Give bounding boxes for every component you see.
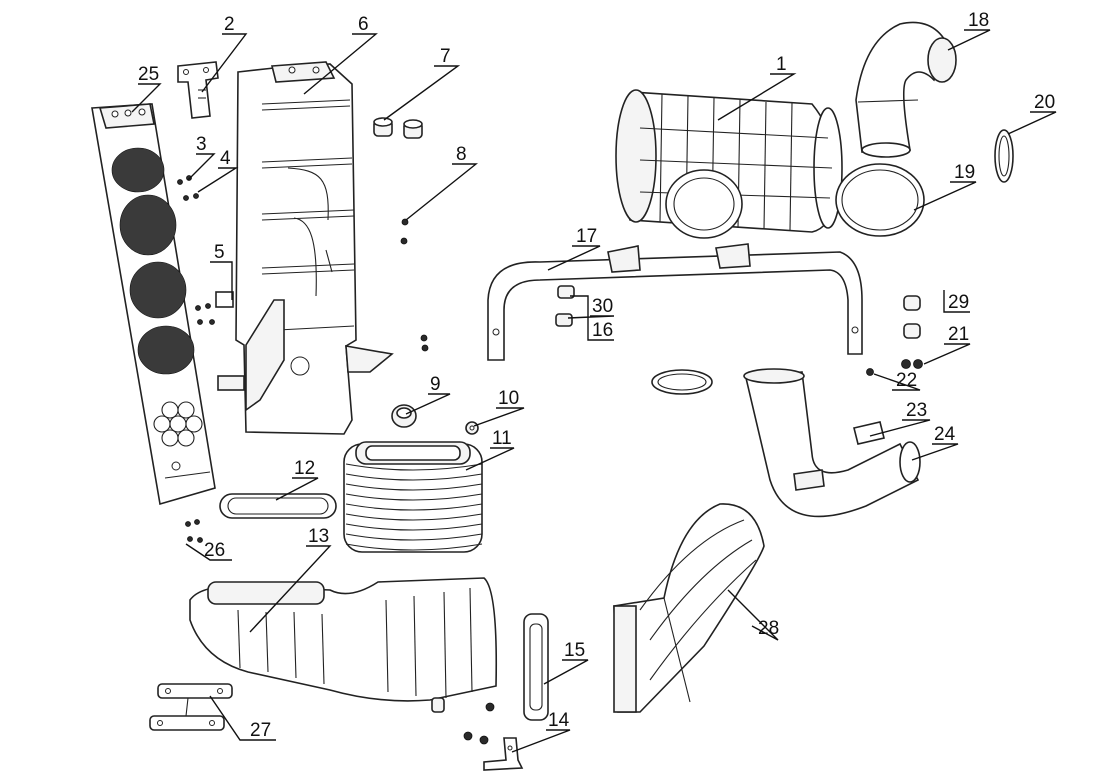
part-11-bellows [343, 441, 483, 553]
callout-23: 23 [906, 400, 927, 421]
part-30-16-bolts [555, 285, 575, 327]
part-22-nut [866, 368, 874, 376]
callout-25: 25 [138, 64, 159, 85]
callout-16: 16 [592, 320, 613, 341]
callout-11: 11 [492, 428, 512, 449]
callout-22: 22 [896, 370, 917, 391]
part-13-lower-duct [189, 577, 498, 713]
callout-4: 4 [220, 148, 231, 169]
hose-clamp [651, 369, 713, 395]
part-20-clamp [994, 129, 1014, 183]
callout-17: 17 [576, 226, 597, 247]
part-6-duct-housing [217, 61, 394, 435]
callout-21: 21 [948, 324, 969, 345]
callout-2: 2 [224, 14, 235, 35]
callout-19: 19 [954, 162, 975, 183]
part-17-frame [487, 243, 863, 361]
callout-6: 6 [358, 14, 369, 35]
callout-29: 29 [948, 292, 969, 313]
callout-28: 28 [758, 618, 779, 639]
callout-24: 24 [934, 424, 956, 445]
callout-13: 13 [308, 526, 329, 547]
part-9-cap [391, 404, 417, 428]
callout-12: 12 [294, 458, 315, 479]
callout-27: 27 [250, 720, 271, 741]
callout-30: 30 [592, 296, 613, 317]
callout-9: 9 [430, 374, 441, 395]
loose-nuts [420, 334, 429, 352]
callout-8: 8 [456, 144, 467, 165]
part-26-fasteners [185, 519, 203, 543]
part-18-elbow-hose [855, 21, 957, 158]
part-2-bracket [177, 61, 219, 119]
callout-10: 10 [498, 388, 519, 409]
callout-labels: 2 25 3 4 5 6 7 8 9 10 11 12 13 26 27 14 … [138, 10, 1055, 741]
part-5-clip [195, 291, 234, 325]
part-25-perforated-panel [91, 103, 216, 506]
part-12-seal [219, 493, 337, 519]
callout-7: 7 [440, 46, 451, 67]
part-28-angled-duct [613, 503, 765, 713]
part-19-clamp-ring [835, 163, 925, 237]
callout-1: 1 [776, 54, 787, 75]
part-3-4-fasteners [177, 175, 199, 201]
callout-26: 26 [204, 540, 225, 561]
callout-14: 14 [548, 710, 570, 731]
part-29-21-bolts [901, 295, 923, 369]
part-10-nut [465, 421, 479, 435]
callout-20: 20 [1034, 92, 1055, 113]
part-1-air-filter [615, 89, 843, 239]
part-27-straps [149, 683, 233, 731]
part-14-bracket [483, 737, 524, 771]
part-24-intake-pipe [743, 368, 921, 518]
leader-lines [131, 29, 1057, 753]
part-8-nuts [400, 218, 409, 245]
callout-3: 3 [196, 134, 207, 155]
callout-18: 18 [968, 10, 989, 31]
part-7-grommets [373, 117, 423, 139]
callout-5: 5 [214, 242, 225, 263]
part-15-seal-plate [523, 613, 549, 721]
callout-15: 15 [564, 640, 585, 661]
part-14-nuts [463, 702, 495, 745]
part-23-bracket [853, 421, 885, 445]
